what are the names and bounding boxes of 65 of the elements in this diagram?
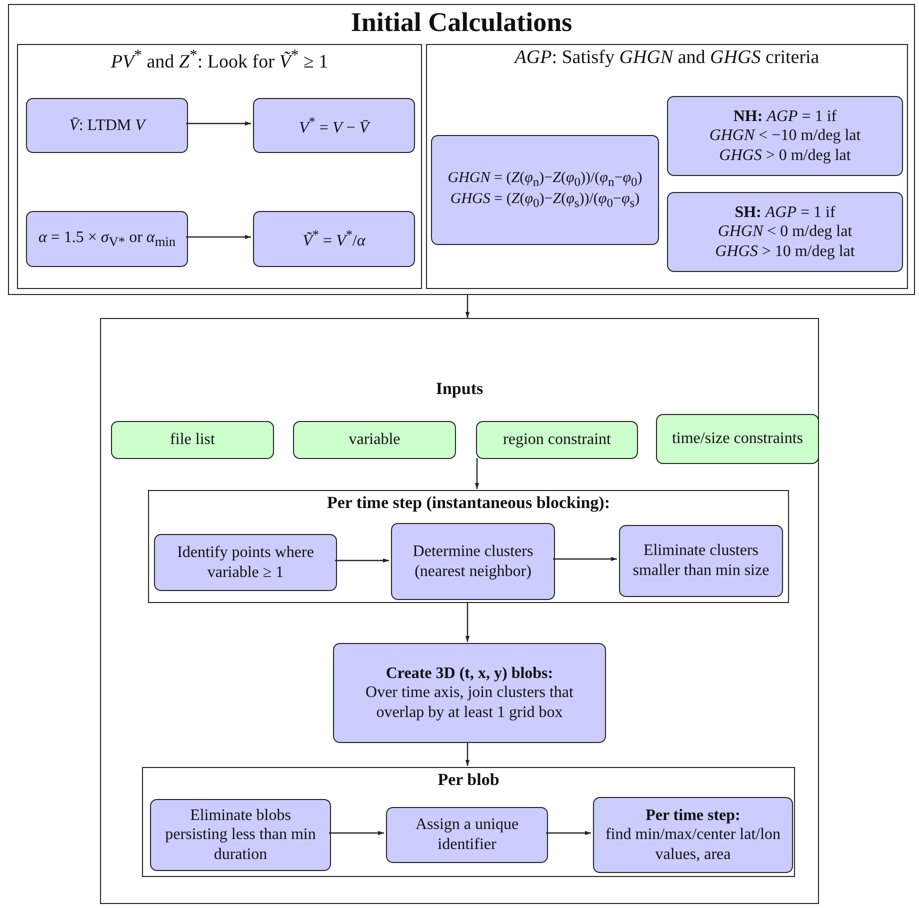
box-text: GHGS > 10 m/deg lat <box>715 242 855 262</box>
process-box <box>667 192 903 272</box>
arrow <box>546 830 591 836</box>
process-box <box>333 643 606 743</box>
panel-heading: Per time step (instantaneous blocking): <box>326 493 610 513</box>
box-text: GHGN < 0 m/deg lat <box>718 222 852 242</box>
process-box <box>253 211 415 267</box>
box-text: α = 1.5 × σ$_{V*}$ or α$_{min}$ <box>38 228 176 250</box>
input-box <box>476 421 638 459</box>
section-title: Initial Calculations <box>350 7 572 38</box>
arrow <box>186 234 251 240</box>
panel <box>142 767 795 877</box>
section-title: Inputs <box>436 379 484 399</box>
box-text: GHGS = (Z(φ$_{0}$)−Z(φ$_{s}$))/(φ$_{0}$−φ$_{s}$) <box>450 190 640 212</box>
box-heading: Per time step: <box>646 806 740 826</box>
box-text: SH: AGP = 1 if <box>734 202 836 222</box>
arrow <box>553 556 617 562</box>
arrow <box>335 558 389 563</box>
box-text: Identify points where variable ≥ 1 <box>176 542 315 582</box>
box-text: Over time axis, join clusters that overlap by at least 1 grid box <box>364 683 574 722</box>
box-text: file list <box>170 430 215 450</box>
box-text: time/size constraints <box>672 429 804 449</box>
box-text: NH: AGP = 1 if <box>733 106 837 126</box>
arrow <box>329 830 384 836</box>
box-text: find min/max/center lat/lon values, area <box>604 825 782 864</box>
input-box <box>656 414 819 464</box>
process-box <box>26 98 188 153</box>
arrow <box>465 742 470 766</box>
box-text: Eliminate blobs persisting less than min duration <box>164 806 317 864</box>
box-text: Determine clusters (nearest neighbor) <box>412 542 534 582</box>
panel <box>426 44 908 289</box>
process-box <box>386 807 548 863</box>
panel-heading: AGP: Satisfy GHGN and GHGS criteria <box>514 47 820 69</box>
box-text: V̄: LTDM V <box>69 116 145 136</box>
box-heading: Create 3D (t, x, y) blobs: <box>386 664 554 684</box>
process-box <box>431 135 659 245</box>
arrow <box>474 458 480 489</box>
process-box <box>391 523 555 600</box>
process-box <box>150 799 331 871</box>
box-text: Ṽ$^{*}$ = V$^{*}$/α <box>302 227 366 251</box>
panel-heading: PV$^{*}$ and Z$^{*}$: Look for Ṽ$^{*}$ ≥ 1 <box>110 47 328 74</box>
box-text: GHGS > 0 m/deg lat <box>719 146 851 166</box>
section-frame <box>8 4 915 295</box>
panel <box>17 44 422 289</box>
process-box <box>26 211 188 267</box>
process-box <box>253 98 415 153</box>
process-box <box>667 96 903 176</box>
process-box <box>619 525 783 597</box>
panel-heading: Per blob <box>438 770 500 790</box>
process-box <box>593 797 793 873</box>
box-text: Eliminate clusters smaller than min size <box>632 541 770 581</box>
box-text: GHGN < −10 m/deg lat <box>709 126 861 146</box>
box-text: V$^{*}$ = V − V̄ <box>298 114 370 138</box>
input-box <box>293 421 456 459</box>
box-text: region constraint <box>503 430 611 450</box>
panel <box>148 490 789 603</box>
arrow <box>465 602 470 642</box>
arrow <box>186 121 251 126</box>
input-box <box>111 421 274 459</box>
process-box <box>154 534 337 591</box>
box-text: GHGN = (Z(φ$_{n}$)−Z(φ$_{0}$))/(φ$_{n}$−φ$_{0}$) <box>448 168 642 190</box>
section-frame <box>100 318 819 904</box>
box-text: variable <box>348 430 400 450</box>
box-text: Assign a unique identifier <box>414 815 520 855</box>
arrow <box>465 295 470 318</box>
